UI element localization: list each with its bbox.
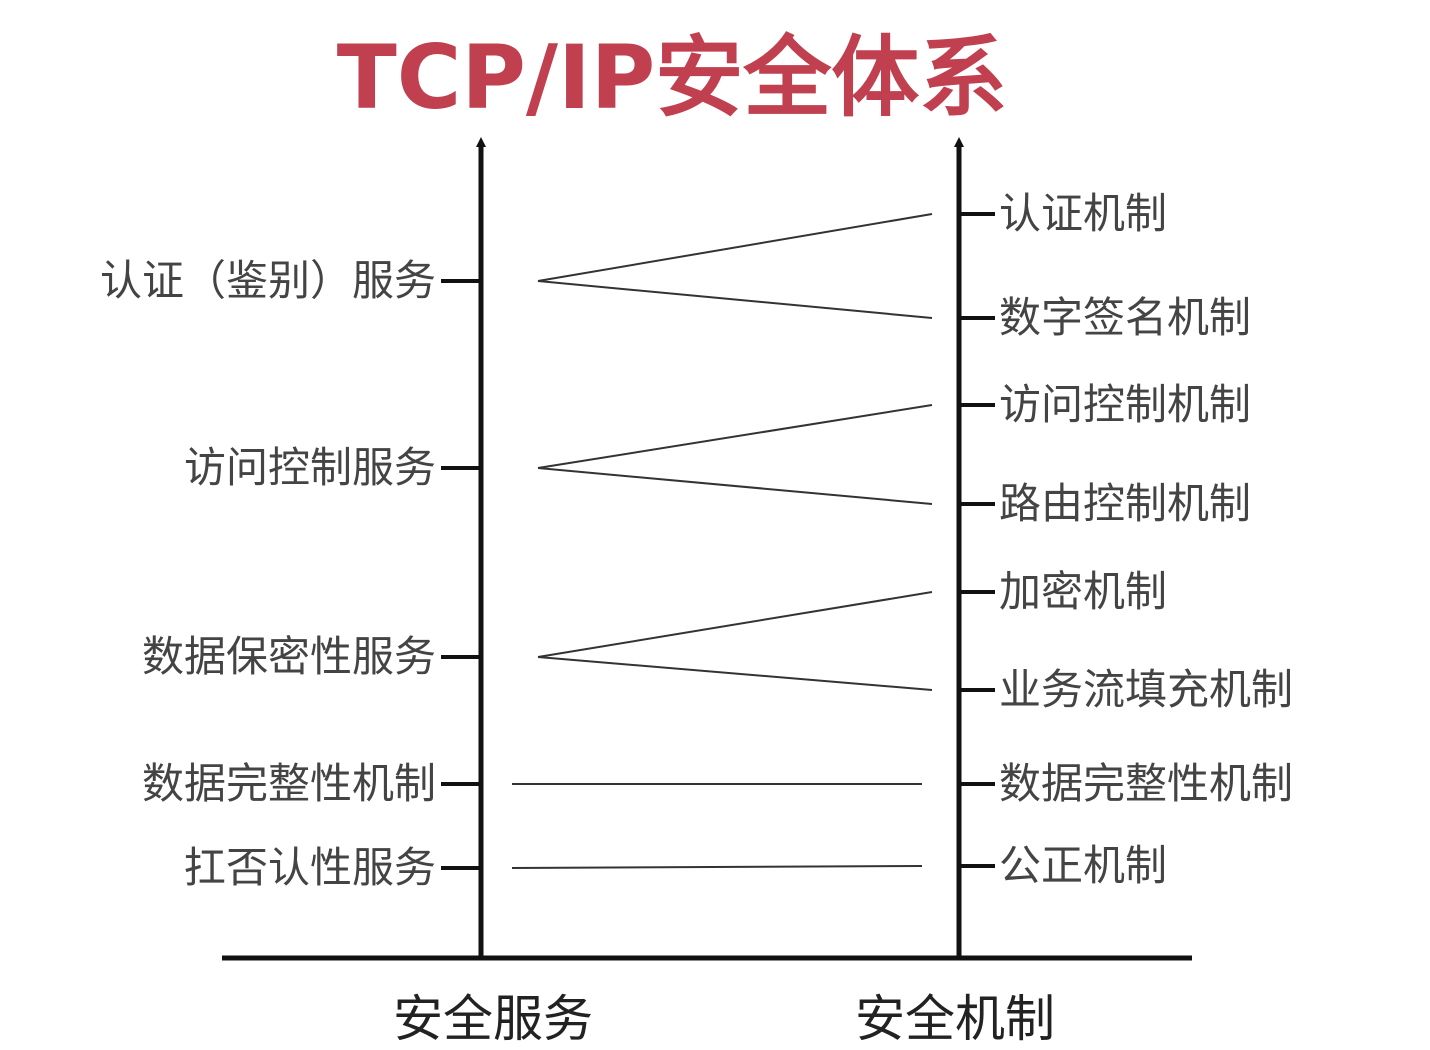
mechanism-label: 访问控制机制	[999, 380, 1251, 429]
service-label: 数据保密性服务	[142, 632, 436, 681]
connector-line	[537, 280, 933, 319]
connector-line	[537, 467, 933, 505]
connector-line	[537, 591, 933, 658]
service-label: 数据完整性机制	[142, 759, 436, 808]
connectors	[511, 213, 933, 869]
mechanism-label: 数字签名机制	[999, 293, 1251, 342]
mechanism-label: 数据完整性机制	[999, 759, 1293, 808]
connector-line	[537, 656, 933, 691]
mechanisms-list: 认证机制数字签名机制访问控制机制路由控制机制加密机制业务流填充机制数据完整性机制…	[959, 189, 1293, 890]
connector-line	[511, 865, 923, 869]
service-label: 认证（鉴别）服务	[100, 256, 436, 305]
service-label: 访问控制服务	[184, 443, 436, 492]
service-label: 扛否认性服务	[184, 843, 436, 892]
mechanism-label: 公正机制	[999, 841, 1167, 890]
mechanism-label: 路由控制机制	[999, 479, 1251, 528]
left-axis-label: 安全服务	[393, 990, 593, 1048]
mechanism-label: 加密机制	[999, 567, 1167, 616]
diagram-title: TCP/IP安全体系	[337, 26, 1008, 129]
mechanism-label: 业务流填充机制	[999, 665, 1293, 714]
connector-line	[537, 404, 933, 469]
right-axis-label: 安全机制	[855, 990, 1055, 1048]
connector-line	[537, 213, 933, 282]
mechanism-label: 认证机制	[999, 189, 1167, 238]
